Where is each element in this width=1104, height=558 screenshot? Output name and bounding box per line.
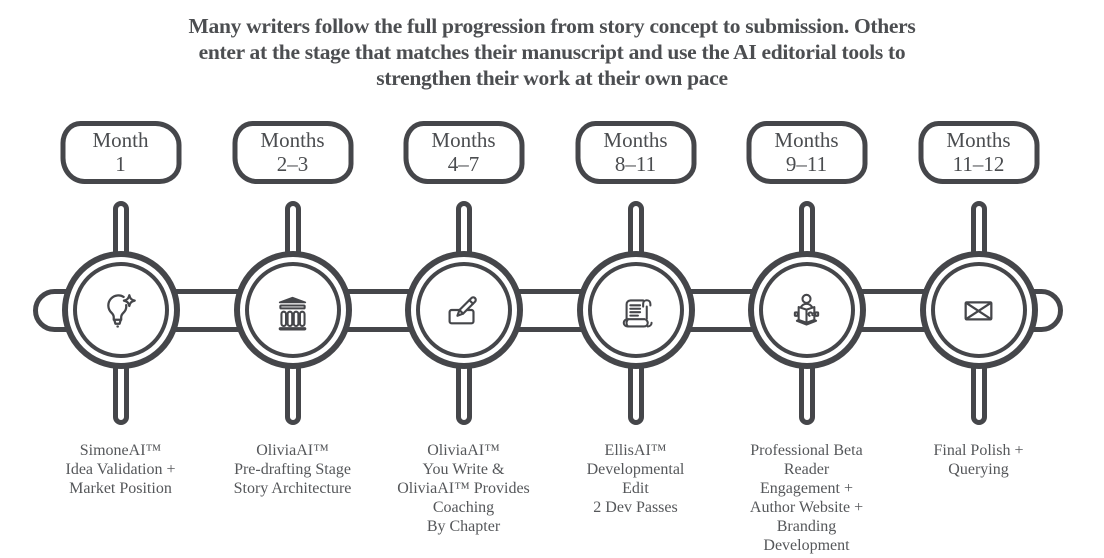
timeline-node (61, 251, 180, 369)
pencil-writing-icon (448, 295, 477, 324)
building-columns-icon (278, 296, 307, 330)
stage-column-3: Months 4–7 OliviaAI™ You Write & OliviaA… (377, 0, 550, 558)
month-badge-label: Months 4–7 (431, 128, 496, 176)
month-badge-label: Months 11–12 (946, 128, 1011, 176)
timeline-node (404, 251, 523, 369)
month-badge: Months 4–7 (403, 121, 524, 184)
timeline-node-ring (72, 262, 169, 358)
lightbulb-sparkle-icon (107, 293, 136, 328)
month-badge: Months 11–12 (918, 121, 1039, 184)
page-title: Many writers follow the full progression… (188, 14, 916, 90)
timeline-node-ring (930, 262, 1027, 358)
stage-label: Final Polish + Querying (933, 442, 1024, 478)
stage-label: OliviaAI™ Pre-drafting Stage Story Archi… (233, 442, 352, 497)
stage-column-2: Months 2–3 OliviaAI™ Pre-drafti (206, 0, 379, 558)
timeline-node-ring (587, 262, 684, 358)
timeline-node (919, 251, 1038, 369)
person-reading-icon (793, 293, 820, 326)
timeline-node (233, 251, 352, 369)
stage-label: SimoneAI™ Idea Validation + Market Posit… (65, 442, 176, 497)
month-badge: Months 9–11 (746, 121, 867, 184)
stage-label: Professional Beta Reader Engagement + Au… (749, 442, 864, 554)
month-badge: Months 2–3 (232, 121, 353, 184)
month-badge-label: Month 1 (92, 128, 149, 176)
stage-column-5: Months 9–11 Profes (720, 0, 893, 558)
month-badge-label: Months 8–11 (603, 128, 668, 176)
month-badge: Month 1 (60, 121, 181, 184)
stage-label: OliviaAI™ You Write & OliviaAI™ Provides… (397, 442, 530, 535)
stage-column-6: Months 11–12 Final Polish + Querying (892, 0, 1065, 558)
scroll-icon (622, 298, 653, 327)
stage-column-1: Month 1 SimoneAI™ Idea Validation + Mark… (34, 0, 207, 558)
timeline-node-ring (758, 262, 855, 358)
timeline-bar (33, 289, 1063, 332)
month-badge: Months 8–11 (575, 121, 696, 184)
envelope-icon (964, 300, 993, 321)
stage-column-4: Months 8–11 EllisAI™ Developmen (549, 0, 722, 558)
month-badge-label: Months 2–3 (260, 128, 325, 176)
stage-label: EllisAI™ Developmental Edit 2 Dev Passes (586, 442, 685, 516)
timeline-node (747, 251, 866, 369)
timeline-node (576, 251, 695, 369)
timeline-node-ring (244, 262, 341, 358)
timeline-node-ring (415, 262, 512, 358)
month-badge-label: Months 9–11 (774, 128, 839, 176)
